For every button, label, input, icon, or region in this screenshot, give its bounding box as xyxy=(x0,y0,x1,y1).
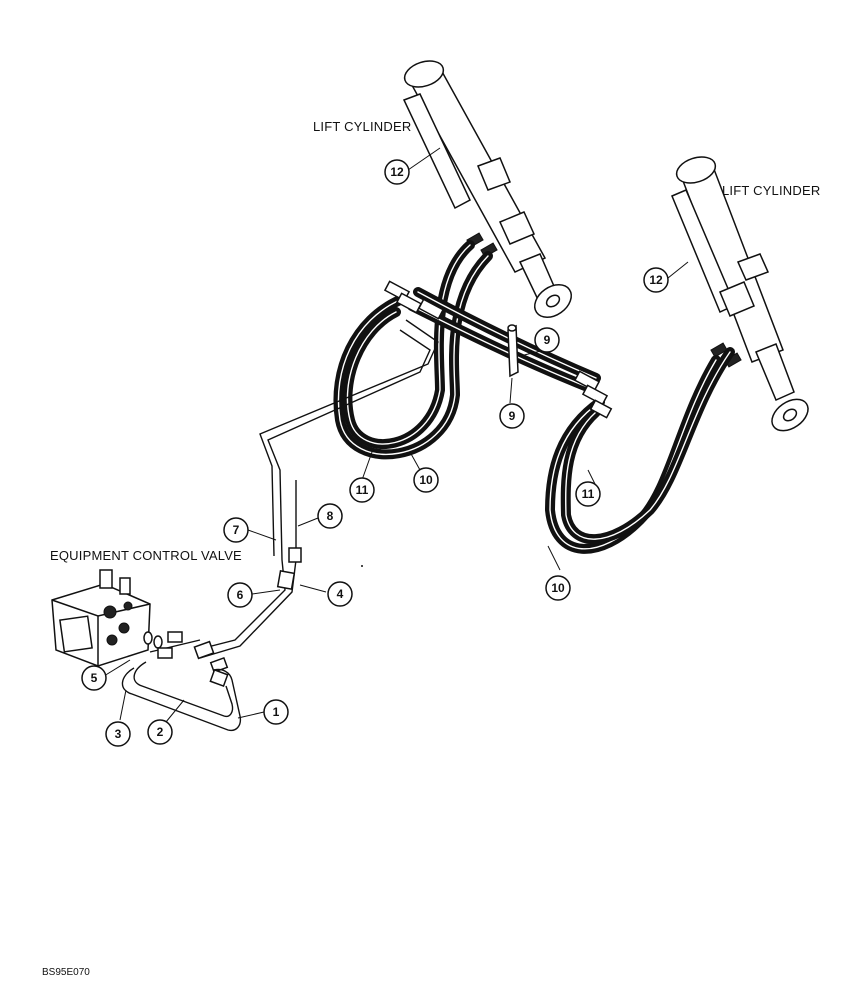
callout-5: 5 xyxy=(81,665,107,691)
callout-12-right: 12 xyxy=(643,267,669,293)
figure-code: BS95E070 xyxy=(42,967,90,978)
callout-9-upper: 9 xyxy=(534,327,560,353)
callout-number: 12 xyxy=(649,273,663,287)
callout-number: 4 xyxy=(337,587,344,601)
callout-number: 10 xyxy=(419,473,433,487)
lift-cylinder-right xyxy=(671,156,809,432)
callout-number: 9 xyxy=(544,333,551,347)
callout-11-right: 11 xyxy=(575,481,601,507)
callout-number: 2 xyxy=(157,725,164,739)
hose-set-10-11 xyxy=(333,240,735,554)
callout-8: 8 xyxy=(317,503,343,529)
callout-10-left: 10 xyxy=(413,467,439,493)
callout-number: 11 xyxy=(356,483,369,497)
callout-9-lower: 9 xyxy=(499,403,525,429)
callout-number: 1 xyxy=(273,705,280,719)
equipment-control-valve-label: EQUIPMENT CONTROL VALVE xyxy=(50,548,242,563)
stray-dot xyxy=(361,565,363,567)
callout-2: 2 xyxy=(147,719,173,745)
callout-6: 6 xyxy=(227,582,253,608)
callout-10-right: 10 xyxy=(545,575,571,601)
callout-11-left: 11 xyxy=(349,477,375,503)
leader-lines xyxy=(103,147,689,723)
lift-cylinder-right-label: LIFT CYLINDER xyxy=(722,183,820,198)
callout-number: 11 xyxy=(582,487,595,501)
rigid-tubes xyxy=(121,319,439,732)
callout-12-left: 12 xyxy=(384,159,410,185)
callout-number: 10 xyxy=(551,581,565,595)
callout-3: 3 xyxy=(105,721,131,747)
callout-4: 4 xyxy=(327,581,353,607)
lift-cylinder-left xyxy=(402,60,572,318)
callout-number: 7 xyxy=(233,523,240,537)
callout-number: 8 xyxy=(327,509,334,523)
callout-1: 1 xyxy=(263,699,289,725)
lift-cylinder-left-label: LIFT CYLINDER xyxy=(313,119,411,134)
callout-number: 12 xyxy=(390,165,404,179)
callout-number: 5 xyxy=(91,671,98,685)
equipment-control-valve xyxy=(51,569,183,667)
callout-number: 3 xyxy=(115,727,122,741)
hose-fittings xyxy=(383,280,613,419)
callout-number: 6 xyxy=(237,588,244,602)
callout-7: 7 xyxy=(223,517,249,543)
callout-number: 9 xyxy=(509,409,516,423)
